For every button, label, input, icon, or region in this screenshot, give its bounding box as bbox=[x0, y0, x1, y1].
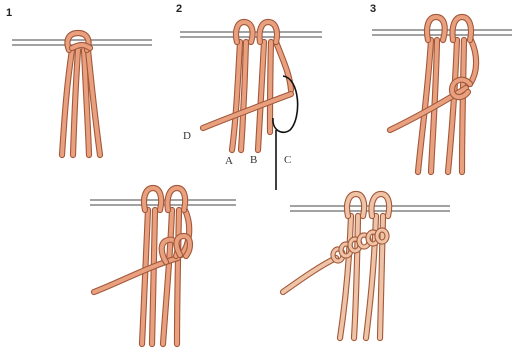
step-number-1: 1 bbox=[6, 7, 12, 19]
lark-head-knots-3 bbox=[427, 17, 471, 40]
lark-head-knot-1 bbox=[67, 33, 90, 50]
cords-3 bbox=[418, 40, 476, 172]
panel-2: 2 D A B C bbox=[176, 3, 322, 190]
cord-label-a: A bbox=[225, 155, 233, 167]
cord-strand bbox=[276, 42, 291, 90]
panel-5 bbox=[283, 194, 450, 338]
step-number-3: 3 bbox=[370, 3, 376, 15]
cord-strand bbox=[177, 210, 179, 344]
cord-d-5 bbox=[283, 258, 336, 292]
panel-3: 3 bbox=[370, 3, 512, 172]
cord-label-c: C bbox=[284, 154, 291, 166]
cord-strand bbox=[270, 42, 271, 132]
cord-strand bbox=[462, 40, 464, 172]
cord-label-d: D bbox=[183, 130, 191, 142]
cords-1 bbox=[62, 50, 100, 155]
panel-1: 1 bbox=[6, 7, 152, 155]
cord-strand bbox=[283, 258, 336, 292]
lark-head-knots-5 bbox=[347, 194, 389, 216]
cords-4 bbox=[142, 210, 189, 344]
step-number-2: 2 bbox=[176, 3, 182, 15]
cord-label-b: B bbox=[250, 154, 257, 166]
panel-4 bbox=[90, 188, 236, 344]
lark-head-knots-4 bbox=[144, 188, 185, 210]
